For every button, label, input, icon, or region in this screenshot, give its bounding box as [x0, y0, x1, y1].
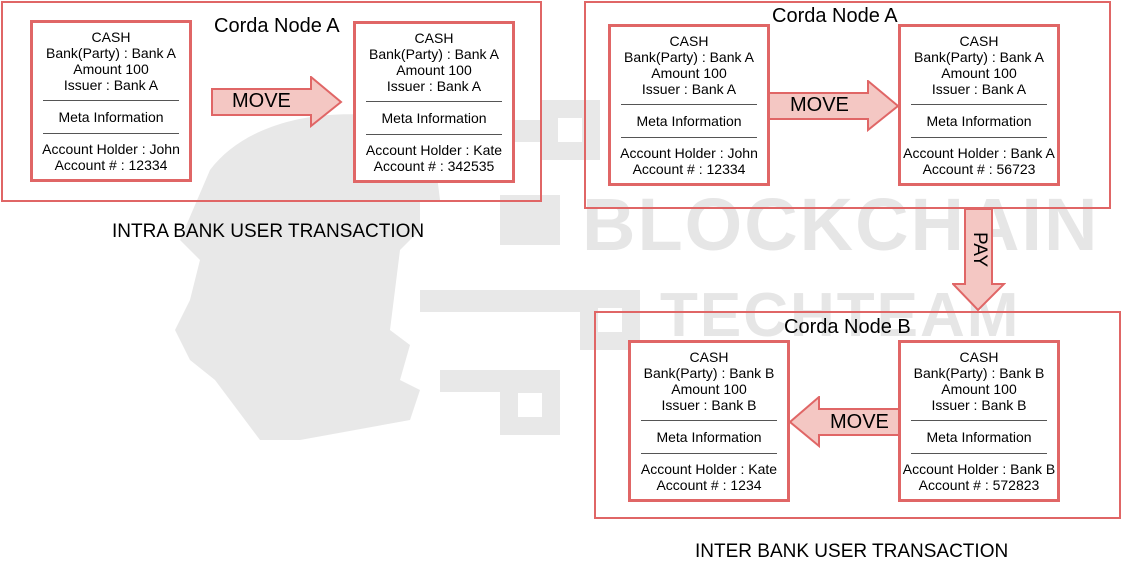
intra-move-label: MOVE: [232, 90, 291, 112]
card-account: Account # : 56723: [922, 161, 1036, 177]
intra-move-arrow: [211, 76, 343, 128]
inter-a-move-label: MOVE: [790, 94, 849, 116]
card-bank: Bank(Party) : Bank A: [46, 45, 176, 61]
inter-a-card-john: CASH Bank(Party) : Bank A Amount 100 Iss…: [608, 24, 770, 186]
intra-cash-card-john: CASH Bank(Party) : Bank A Amount 100 Iss…: [30, 20, 192, 182]
intra-node-a-container: [1, 1, 542, 202]
inter-b-move-label: MOVE: [830, 411, 889, 433]
card-divider: [621, 137, 757, 138]
card-amount: Amount 100: [396, 62, 472, 78]
card-divider: [621, 104, 757, 105]
inter-b-card-bank-b: CASH Bank(Party) : Bank B Amount 100 Iss…: [898, 340, 1060, 502]
card-issuer: Issuer : Bank A: [641, 81, 737, 97]
card-issuer: Issuer : Bank B: [931, 397, 1027, 413]
card-amount: Amount 100: [651, 65, 727, 81]
card-divider: [911, 104, 1047, 105]
card-divider: [366, 134, 502, 135]
card-bank: Bank(Party) : Bank A: [369, 46, 499, 62]
card-account: Account # : 342535: [373, 158, 495, 174]
card-divider: [641, 420, 777, 421]
card-amount: Amount 100: [941, 65, 1017, 81]
card-type: CASH: [414, 30, 454, 46]
card-type: CASH: [669, 33, 709, 49]
inter-pay-label: PAY: [969, 232, 990, 268]
card-divider: [911, 420, 1047, 421]
card-bank: Bank(Party) : Bank B: [643, 365, 775, 381]
intra-caption: INTRA BANK USER TRANSACTION: [112, 221, 425, 242]
card-meta: Meta Information: [926, 113, 1032, 129]
card-amount: Amount 100: [671, 381, 747, 397]
inter-a-card-bank-a: CASH Bank(Party) : Bank A Amount 100 Iss…: [898, 24, 1060, 186]
card-holder: Account Holder : John: [620, 145, 758, 161]
card-meta: Meta Information: [926, 429, 1032, 445]
intra-cash-card-kate: CASH Bank(Party) : Bank A Amount 100 Iss…: [353, 21, 515, 183]
inter-pay-arrow: [952, 208, 1006, 312]
card-account: Account # : 1234: [656, 477, 762, 493]
watermark-line2: TECHTEAM: [660, 281, 1021, 350]
card-issuer: Issuer : Bank A: [931, 81, 1027, 97]
card-holder: Account Holder : Kate: [365, 142, 503, 158]
card-type: CASH: [959, 349, 999, 365]
watermark-line1: BLOCKCHAIN: [582, 183, 1100, 266]
card-account: Account # : 12334: [632, 161, 746, 177]
card-holder: Account Holder : Kate: [640, 461, 778, 477]
inter-node-a-title: Corda Node A: [772, 5, 898, 27]
inter-a-move-arrow: [768, 80, 900, 132]
card-issuer: Issuer : Bank A: [63, 77, 159, 93]
inter-node-b-title: Corda Node B: [784, 316, 911, 338]
card-amount: Amount 100: [941, 381, 1017, 397]
inter-b-card-kate: CASH Bank(Party) : Bank B Amount 100 Iss…: [628, 340, 790, 502]
card-meta: Meta Information: [58, 109, 164, 125]
card-issuer: Issuer : Bank B: [661, 397, 757, 413]
inter-b-move-arrow: [789, 396, 900, 448]
card-type: CASH: [689, 349, 729, 365]
card-meta: Meta Information: [656, 429, 762, 445]
inter-caption: INTER BANK USER TRANSACTION: [695, 541, 1009, 562]
card-holder: Account Holder : John: [42, 141, 180, 157]
card-bank: Bank(Party) : Bank A: [914, 49, 1044, 65]
card-divider: [366, 101, 502, 102]
card-account: Account # : 12334: [54, 157, 168, 173]
card-type: CASH: [91, 29, 131, 45]
card-divider: [911, 453, 1047, 454]
card-meta: Meta Information: [636, 113, 742, 129]
card-holder: Account Holder : Bank A: [903, 145, 1055, 161]
card-bank: Bank(Party) : Bank B: [913, 365, 1045, 381]
card-bank: Bank(Party) : Bank A: [624, 49, 754, 65]
card-divider: [911, 137, 1047, 138]
inter-node-a-container: [584, 1, 1111, 209]
card-meta: Meta Information: [381, 110, 487, 126]
intra-node-a-title: Corda Node A: [214, 15, 340, 37]
card-issuer: Issuer : Bank A: [386, 78, 482, 94]
card-amount: Amount 100: [73, 61, 149, 77]
card-divider: [43, 133, 179, 134]
inter-node-b-container: [594, 311, 1121, 519]
card-account: Account # : 572823: [918, 477, 1040, 493]
card-holder: Account Holder : Bank B: [902, 461, 1056, 477]
card-divider: [43, 100, 179, 101]
card-type: CASH: [959, 33, 999, 49]
card-divider: [641, 453, 777, 454]
